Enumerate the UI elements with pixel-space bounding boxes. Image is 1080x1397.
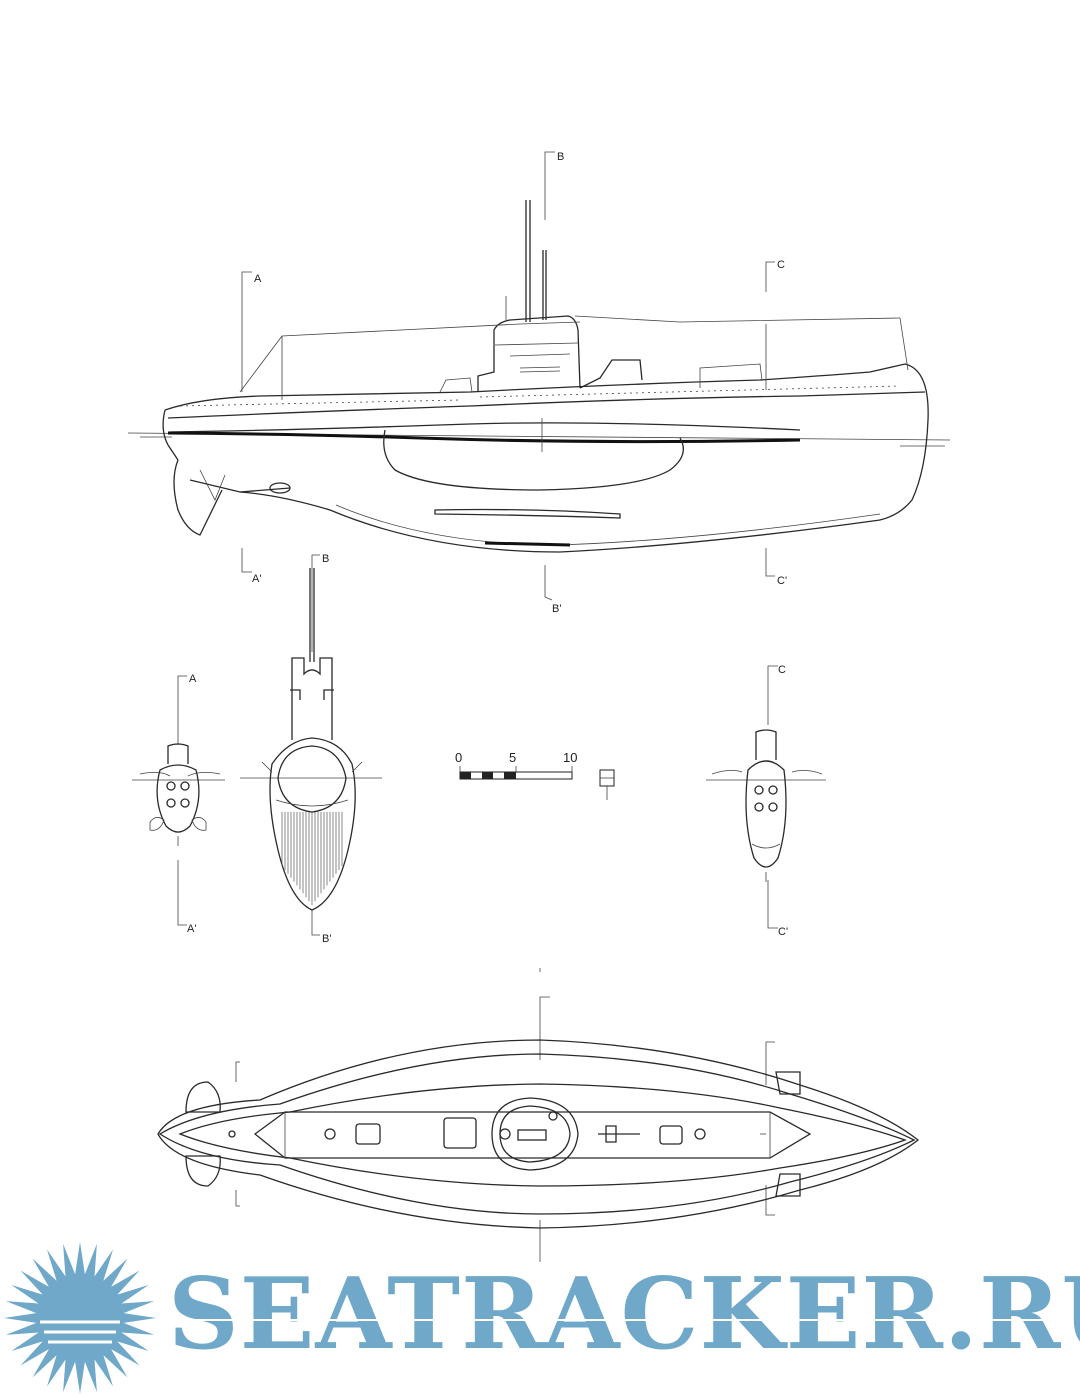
label-a-prime-side: A' xyxy=(252,573,261,585)
label-a-section: A xyxy=(189,673,197,685)
seatracker-logo: SEATRACKER.RU xyxy=(4,1242,1080,1394)
label-b-prime-section: B' xyxy=(322,933,331,945)
label-a-side: A xyxy=(254,273,262,285)
scale-bar: 0 5 10 xyxy=(455,750,615,800)
section-labels: A A' B B' C C' A A' B B' C C' xyxy=(187,151,788,945)
label-b-section: B xyxy=(322,553,329,565)
label-b-prime-side: B' xyxy=(552,603,561,615)
section-a xyxy=(132,675,225,926)
label-c-section: C xyxy=(778,664,786,676)
section-b xyxy=(240,554,382,936)
label-c-side: C xyxy=(777,259,785,271)
watermark-text: SEATRACKER.RU xyxy=(168,1257,1080,1372)
plan-view xyxy=(157,968,920,1262)
label-a-prime-section: A' xyxy=(187,923,196,935)
label-b-side: B xyxy=(557,151,564,163)
scale-tick-0: 0 xyxy=(455,750,462,765)
sun-icon xyxy=(4,1242,156,1394)
label-c-prime-section: C' xyxy=(778,926,788,938)
side-elevation xyxy=(127,151,951,601)
scale-tick-5: 5 xyxy=(509,750,516,765)
section-c xyxy=(706,665,826,929)
scale-tick-10: 10 xyxy=(563,750,577,765)
label-c-prime-side: C' xyxy=(777,575,787,587)
